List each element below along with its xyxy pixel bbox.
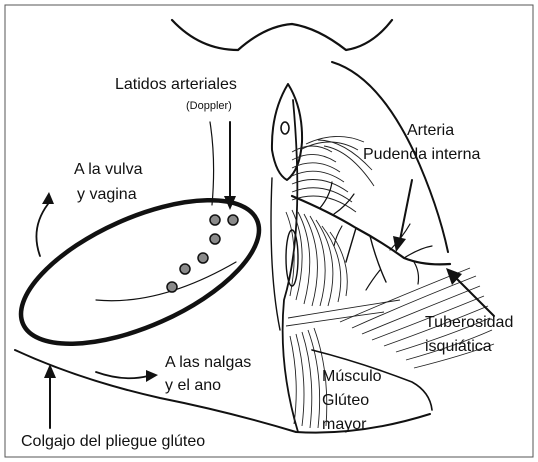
doppler-point <box>167 282 177 292</box>
figure-frame <box>5 5 533 457</box>
vulva-label-line1: A la vulva <box>74 161 143 178</box>
doppler-label: Latidos arteriales <box>115 76 237 93</box>
muscle-label-line3: mayor <box>322 416 367 433</box>
artery-label-line1: Arteria <box>407 122 454 139</box>
buttocks-label-line1: A las nalgas <box>165 354 251 371</box>
muscle-label-line1: Músculo <box>322 368 382 385</box>
artery-label-line2: Pudenda interna <box>363 146 481 163</box>
buttocks-label-line2: y el ano <box>165 377 221 394</box>
doppler-sublabel: (Doppler) <box>186 100 232 112</box>
muscle-label-line2: Glúteo <box>322 392 369 409</box>
doppler-point <box>228 215 238 225</box>
tuberosity-label-line2: isquiática <box>425 338 492 355</box>
flap-label: Colgajo del pliegue glúteo <box>21 433 205 450</box>
doppler-point <box>198 253 208 263</box>
tuberosity-label-line1: Tuberosidad <box>425 314 513 331</box>
doppler-point <box>180 264 190 274</box>
vulva-label-line2: y vagina <box>77 186 137 203</box>
doppler-point <box>210 234 220 244</box>
doppler-point <box>210 215 220 225</box>
